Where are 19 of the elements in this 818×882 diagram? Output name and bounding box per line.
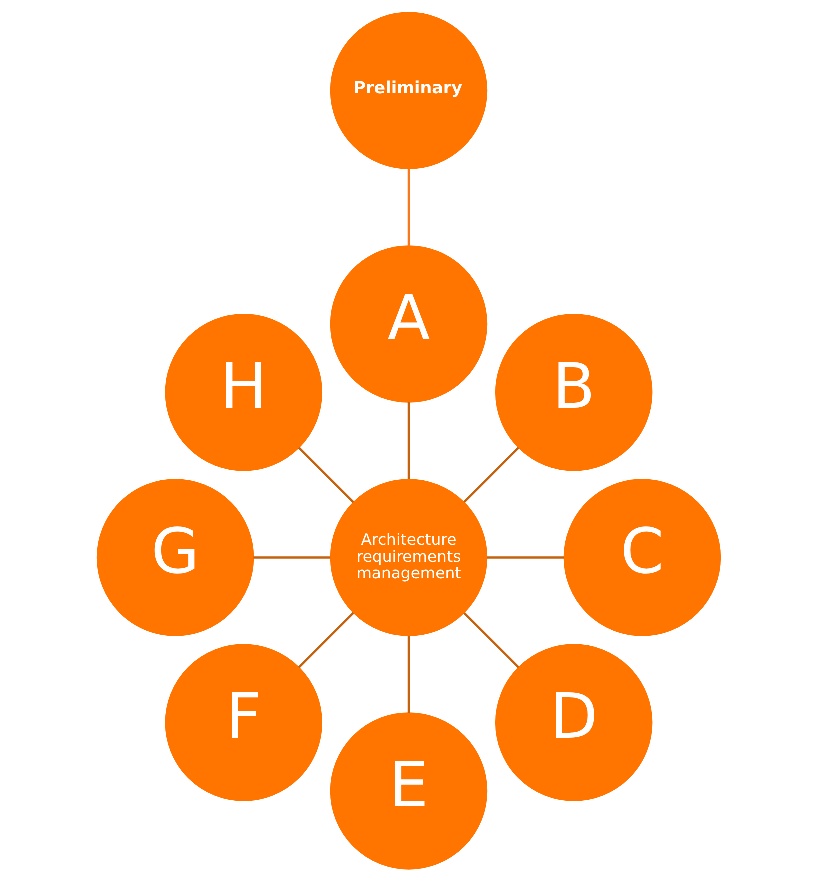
node-circle: Architecture requirements management <box>330 479 488 636</box>
node-circle: D <box>495 644 653 802</box>
connector <box>487 556 564 559</box>
connector <box>408 169 410 246</box>
node-circle: E <box>330 712 488 870</box>
connector <box>464 612 520 668</box>
node-circle: C <box>564 479 722 636</box>
connector <box>298 447 354 504</box>
node-circle: A <box>330 246 488 403</box>
node-circle: F <box>165 644 323 802</box>
node-circle: G <box>96 479 254 636</box>
connector <box>408 636 410 713</box>
connector <box>298 612 354 668</box>
node-circle: B <box>495 314 653 472</box>
node-circle: H <box>165 314 323 472</box>
connector <box>254 556 331 559</box>
connector <box>408 402 410 480</box>
node-circle: Preliminary <box>330 12 488 170</box>
connector <box>464 447 520 504</box>
